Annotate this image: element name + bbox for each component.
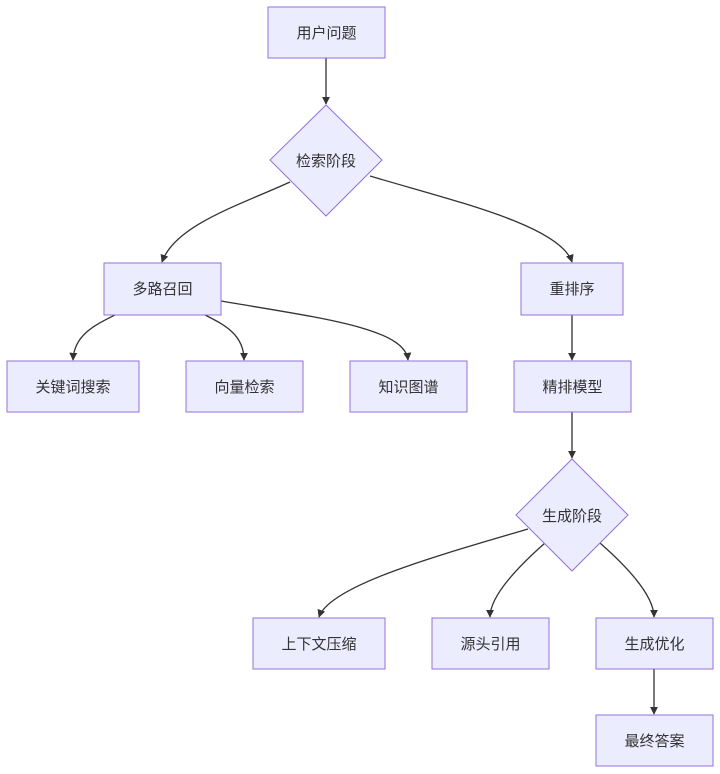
edge-generation-stage-to-generation-optimization xyxy=(599,542,658,618)
edge-multi-recall-to-knowledge-graph xyxy=(220,300,412,361)
node-retrieval-stage-label: 检索阶段 xyxy=(296,152,356,170)
node-context-compression: 上下文压缩 xyxy=(252,617,386,670)
node-keyword-search: 关键词搜索 xyxy=(6,360,140,413)
edge-retrieval-stage-to-rerank xyxy=(369,175,574,263)
edge-generation-stage-to-source-citation xyxy=(486,542,546,618)
node-rerank: 重排序 xyxy=(520,262,624,316)
node-final-answer-label: 最终答案 xyxy=(624,732,684,750)
edge-multi-recall-to-keyword-search xyxy=(69,314,116,361)
edge-retrieval-stage-to-multi-recall xyxy=(160,181,291,263)
edge-generation-stage-to-context-compression xyxy=(317,528,529,618)
node-vector-search: 向量检索 xyxy=(185,360,304,413)
node-generation-optimization-label: 生成优化 xyxy=(624,635,684,653)
edges xyxy=(69,58,658,715)
nodes: 用户问题 检索阶段 多路召回 重排序 关键词搜索 向量检索 知识图谱 xyxy=(6,6,714,767)
node-user-question-label: 用户问题 xyxy=(296,24,356,42)
node-fine-rank-model-label: 精排模型 xyxy=(542,378,602,396)
node-keyword-search-label: 关键词搜索 xyxy=(35,378,110,396)
node-context-compression-label: 上下文压缩 xyxy=(281,635,356,653)
edge-multi-recall-to-vector-search xyxy=(204,314,248,361)
node-rerank-label: 重排序 xyxy=(549,280,594,298)
node-vector-search-label: 向量检索 xyxy=(214,378,274,396)
node-retrieval-stage: 检索阶段 xyxy=(269,104,383,217)
node-generation-stage: 生成阶段 xyxy=(515,458,629,572)
node-multi-recall: 多路召回 xyxy=(103,262,222,316)
node-generation-stage-label: 生成阶段 xyxy=(542,507,602,525)
node-fine-rank-model: 精排模型 xyxy=(513,360,632,413)
node-multi-recall-label: 多路召回 xyxy=(132,280,192,298)
node-source-citation-label: 源头引用 xyxy=(460,635,520,653)
node-generation-optimization: 生成优化 xyxy=(595,617,714,670)
node-knowledge-graph: 知识图谱 xyxy=(349,360,468,413)
node-final-answer: 最终答案 xyxy=(595,714,714,767)
node-user-question: 用户问题 xyxy=(267,6,386,59)
node-source-citation: 源头引用 xyxy=(431,617,550,670)
node-knowledge-graph-label: 知识图谱 xyxy=(378,378,438,396)
